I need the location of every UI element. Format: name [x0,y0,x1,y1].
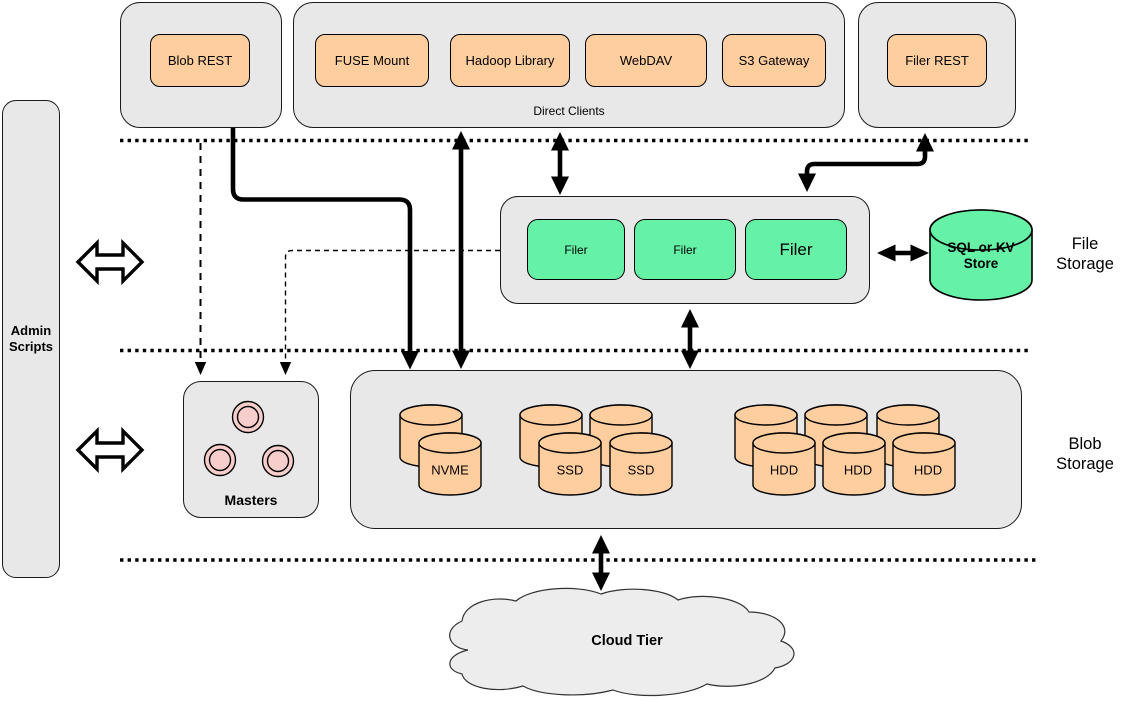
arrowhead [551,132,569,151]
filer-box-3: Filer [745,219,847,280]
webdav-box: WebDAV [585,34,707,87]
arrow-filerrest-filer [804,150,928,175]
file-storage-tier-label: File Storage [1056,235,1114,273]
arrowhead [916,133,934,152]
s3-gateway-box: S3 Gateway [722,34,826,87]
arrow-blobrest-to-blobstorage [230,128,413,352]
arrowhead [681,309,699,328]
masters-label: Masters [224,492,278,508]
sql-kv-store-cylinder [929,209,1033,301]
dashed-arrow-filer-to-masters [284,249,500,363]
blob-rest-box: Blob REST [150,34,250,87]
arrowhead [401,351,419,370]
filer-box-2: Filer [634,219,736,280]
arrowhead [798,173,816,192]
arrowhead [194,362,207,375]
admin-doublearrow-blob-tier [75,426,145,474]
filer-rest-box: Filer REST [887,34,987,87]
masters-group: Masters [183,381,319,518]
blob-storage-tier-label: Blob Storage [1056,435,1114,473]
cloud-tier-label: Cloud Tier [591,633,663,649]
hadoop-library-box: Hadoop Library [450,34,570,87]
arrowhead [452,131,470,150]
arrowhead [592,535,610,554]
admin-scripts-panel: Admin Scripts [2,100,60,578]
arrowhead [551,176,569,195]
arrowhead [681,350,699,369]
arrowhead [877,244,896,262]
blob-storage-group [350,370,1022,529]
arrowhead [279,362,292,375]
cloud-shape [449,587,795,697]
arrowhead [452,350,470,369]
arrowhead [592,572,610,591]
sql-kv-store-label: SQL or KV Store [947,239,1015,271]
admin-doublearrow-file-tier [75,238,145,286]
direct-clients-label: Direct Clients [533,104,605,118]
fuse-mount-box: FUSE Mount [315,34,429,87]
arrowhead [910,244,929,262]
filer-box-1: Filer [527,219,625,280]
